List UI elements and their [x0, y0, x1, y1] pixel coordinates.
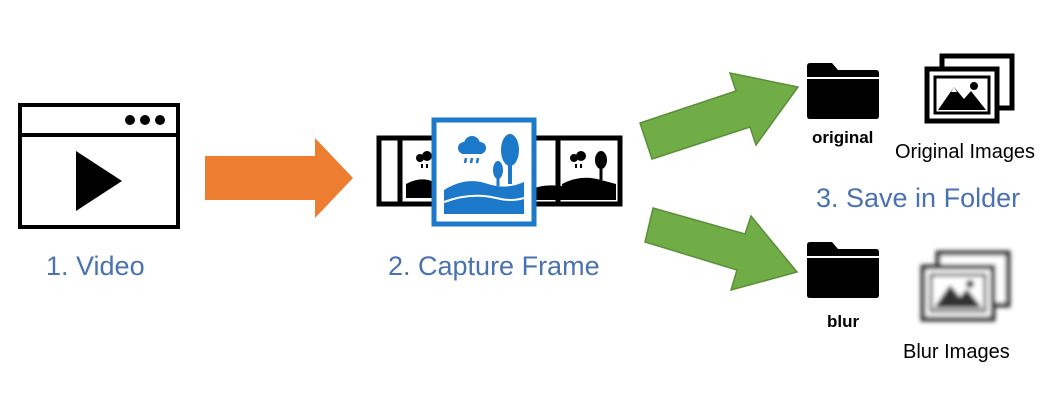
- film-frames-icon: [376, 117, 623, 227]
- images-label-original: Original Images: [895, 141, 1036, 163]
- folder-icon: [807, 242, 879, 298]
- step-3-label: 3. Save in Folder: [816, 183, 1021, 213]
- image-stack-blur-icon: [920, 250, 1011, 322]
- folder-label-original: original: [812, 128, 874, 147]
- step-2-label: 2. Capture Frame: [388, 251, 600, 281]
- step-1-label: 1. Video: [46, 251, 145, 281]
- folder-label-blur: blur: [827, 312, 860, 331]
- arrow-to-original: [639, 72, 800, 160]
- image-stack-icon: [924, 53, 1015, 124]
- arrow-to-blur: [644, 207, 799, 292]
- video-player-icon: [18, 103, 180, 229]
- images-label-blur: Blur Images: [903, 341, 1010, 363]
- arrow-video-to-capture: [205, 138, 353, 218]
- folder-icon: [807, 63, 879, 119]
